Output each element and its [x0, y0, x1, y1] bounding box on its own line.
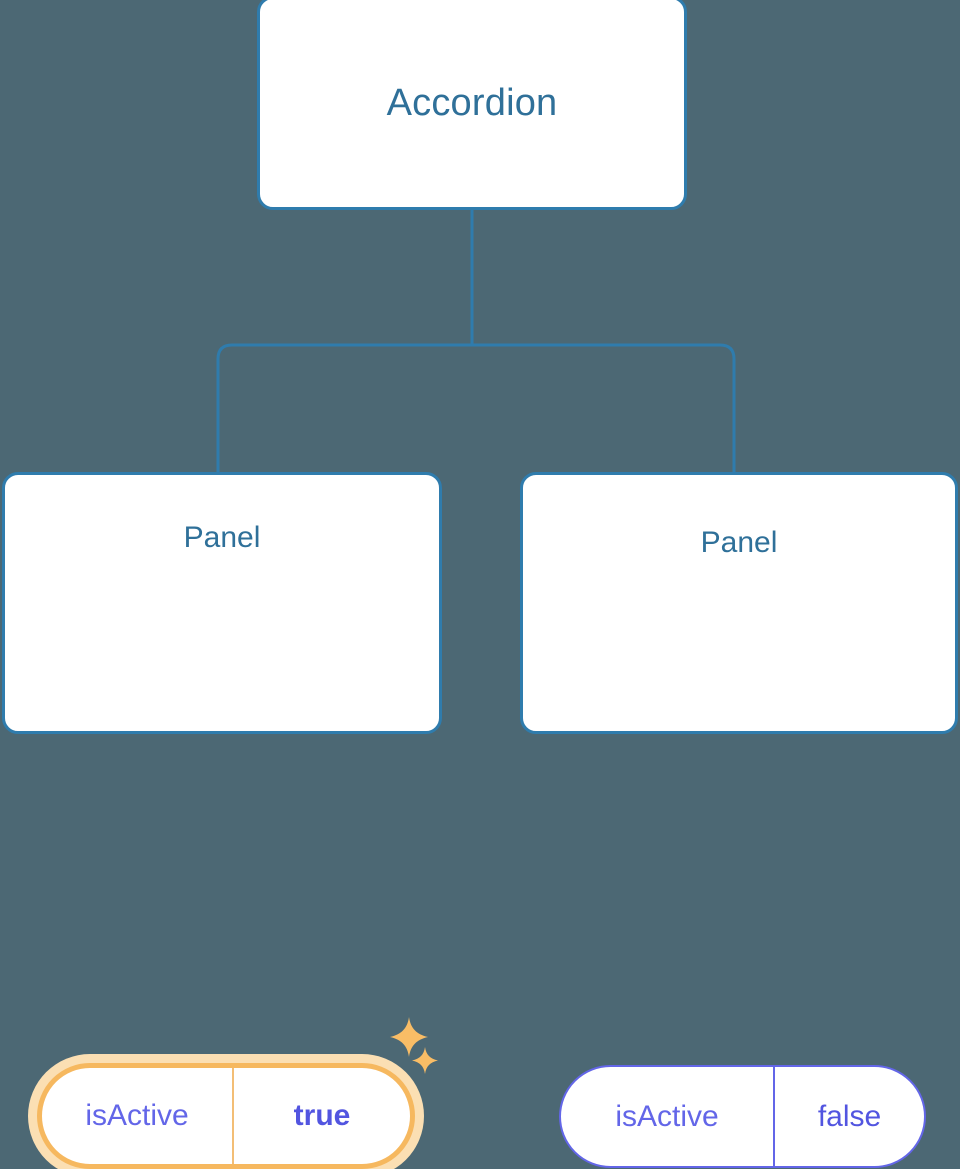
prop-value: false — [817, 1099, 882, 1133]
prop-key: isActive — [615, 1099, 719, 1133]
prop-value: true — [293, 1099, 351, 1132]
sparkle-small-icon — [412, 1047, 438, 1074]
connector-branch-right — [472, 343, 736, 476]
node-panel-inactive[interactable]: Panel isActive false — [520, 472, 958, 1168]
node-panel-active-title: Panel — [183, 521, 261, 554]
connector-branch-left — [216, 343, 472, 476]
node-accordion-title: Accordion — [386, 82, 558, 124]
node-panel-inactive-title: Panel — [700, 526, 778, 559]
node-accordion[interactable]: Accordion — [257, 0, 687, 210]
prop-pill-isactive-false[interactable]: isActive false — [559, 1065, 926, 1168]
prop-pill-isactive-true[interactable]: isActive true — [37, 1063, 415, 1169]
node-panel-active[interactable]: Panel isActive true — [2, 472, 442, 1169]
prop-key: isActive — [85, 1099, 189, 1132]
sparkle-large-icon — [390, 1017, 428, 1057]
